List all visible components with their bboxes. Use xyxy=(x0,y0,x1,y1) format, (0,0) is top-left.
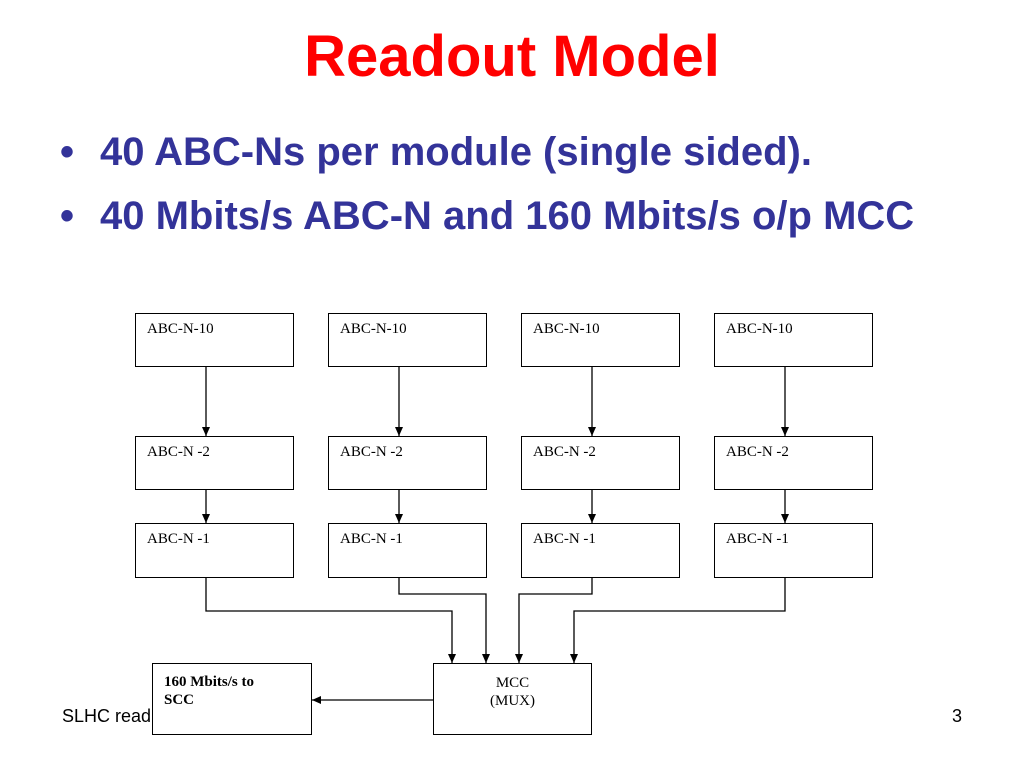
arrow-line xyxy=(205,577,456,663)
abcn-10-box: ABC-N-10 xyxy=(135,313,294,367)
abcn-10-box: ABC-N-10 xyxy=(521,313,680,367)
bullet-item: • 40 ABC-Ns per module (single sided). xyxy=(60,128,960,176)
arrow-line xyxy=(515,577,593,663)
bullet-list: • 40 ABC-Ns per module (single sided). • 4… xyxy=(60,128,960,256)
bullet-dot-icon: • xyxy=(60,194,75,238)
abcn-1-box: ABC-N -1 xyxy=(521,523,680,578)
abcn-2-box: ABC-N -2 xyxy=(328,436,487,490)
abcn-2-box: ABC-N -2 xyxy=(714,436,873,490)
slide-title: Readout Model xyxy=(304,24,720,89)
abcn-2-box: ABC-N -2 xyxy=(135,436,294,490)
abcn-1-box: ABC-N -1 xyxy=(135,523,294,578)
mcc-mux-box: MCC (MUX) xyxy=(433,663,592,735)
bullet-item: • 40 Mbits/s ABC-N and 160 Mbits/s o/p MC… xyxy=(60,192,960,240)
page-number: 3 xyxy=(952,706,963,726)
abcn-10-box: ABC-N-10 xyxy=(714,313,873,367)
bullet-text: 40 Mbits/s ABC-N and 160 Mbits/s o/p MCC xyxy=(100,194,915,238)
arrow-line xyxy=(570,577,786,663)
abcn-2-box: ABC-N -2 xyxy=(521,436,680,490)
bullet-dot-icon: • xyxy=(60,130,75,174)
footer-label: SLHC read xyxy=(62,706,152,726)
mux-label: (MUX) xyxy=(490,693,535,709)
output-label-line2: SCC xyxy=(164,692,195,708)
abcn-1-box: ABC-N -1 xyxy=(328,523,487,578)
output-label-line1: 160 Mbits/s to xyxy=(164,674,254,690)
abcn-1-box: ABC-N -1 xyxy=(714,523,873,578)
arrow-line xyxy=(398,577,490,663)
bullet-text: 40 ABC-Ns per module (single sided). xyxy=(100,130,812,174)
output-scc-box: 160 Mbits/s to SCC xyxy=(152,663,312,735)
mcc-label: MCC xyxy=(495,675,530,691)
abcn-10-box: ABC-N-10 xyxy=(328,313,487,367)
